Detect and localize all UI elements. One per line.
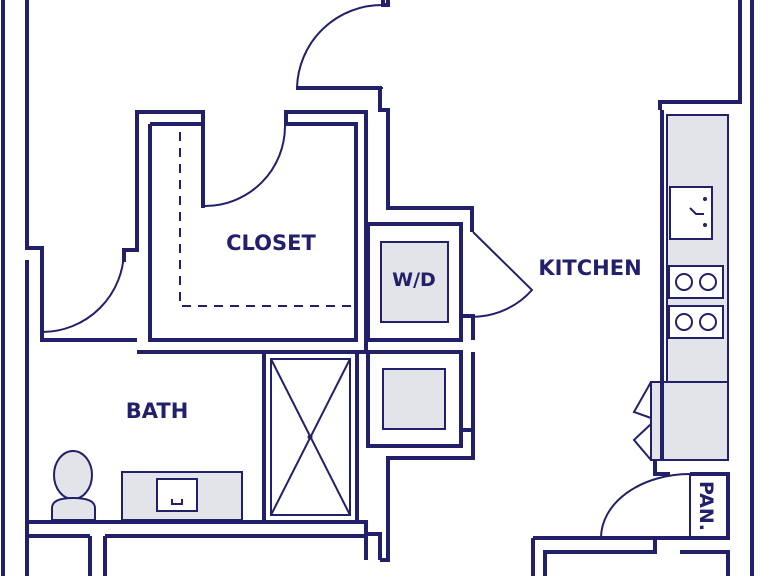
kitchen-walls xyxy=(632,0,754,576)
outer-left-wall xyxy=(1,0,44,576)
kitchen-faucet xyxy=(689,207,704,215)
bath-sink xyxy=(156,478,198,512)
entry-door xyxy=(296,0,474,232)
washer-dryer xyxy=(380,241,449,323)
cooktop-back xyxy=(668,305,724,339)
kitchen-label: KITCHEN xyxy=(538,256,641,280)
closet-label: CLOSET xyxy=(226,231,316,255)
refrigerator-door-right xyxy=(632,423,652,461)
wd-label: W/D xyxy=(392,269,436,291)
pantry-walls xyxy=(531,460,730,576)
toilet-tank xyxy=(53,450,93,500)
closet-door-swing xyxy=(204,125,286,207)
wd-closet xyxy=(366,222,534,342)
sink-faucet xyxy=(171,499,183,505)
bath-walls xyxy=(25,350,382,576)
bath-label: BATH xyxy=(126,399,189,423)
bedroom-door xyxy=(40,110,205,342)
wd-door-swing xyxy=(460,231,534,318)
water-heater xyxy=(382,368,446,430)
pantry-door-swing xyxy=(600,473,691,539)
toilet-bowl xyxy=(51,496,96,521)
storage-closet xyxy=(366,350,475,562)
cooktop-front xyxy=(668,265,724,299)
kitchen-sink xyxy=(669,186,713,240)
refrigerator-door-left xyxy=(632,381,652,419)
pantry-label: PAN. xyxy=(695,481,717,531)
